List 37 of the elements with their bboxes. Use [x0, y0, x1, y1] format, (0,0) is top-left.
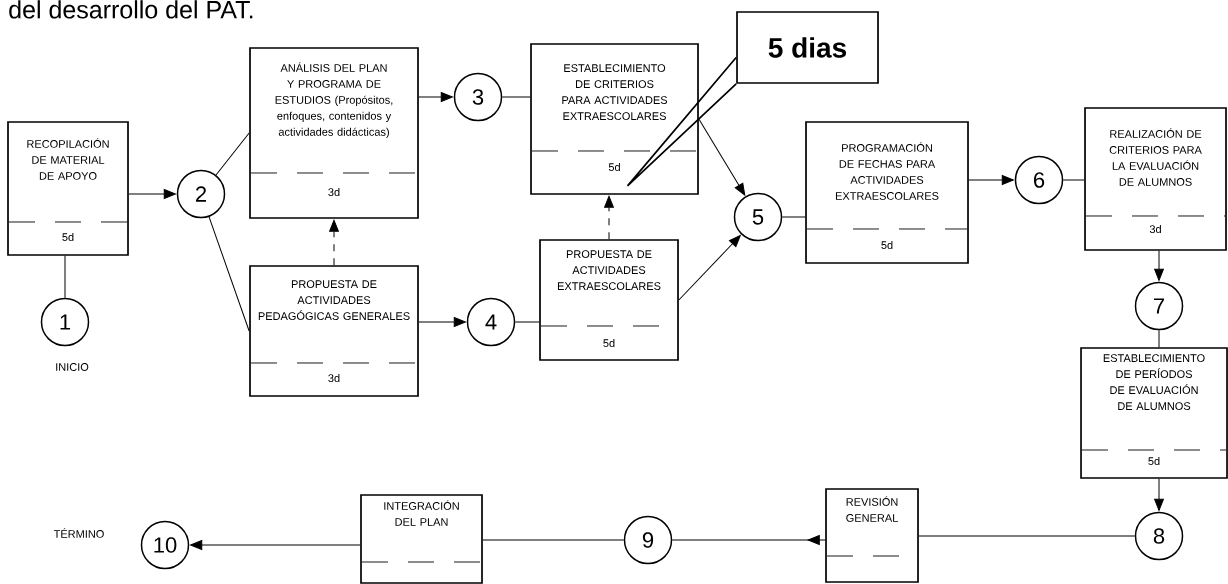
connector-line [482, 539, 625, 541]
arrow [190, 540, 361, 550]
activity-box: PROGRAMACIÓN DE FECHAS PARA ACTIVIDADES EXTRAESCOLARES 5d [805, 121, 969, 264]
activity-box: PROPUESTA DE ACTIVIDADES EXTRAESCOLARES 5d [539, 239, 679, 361]
arrow [418, 317, 466, 327]
leader-line [626, 56, 737, 187]
arrow [128, 189, 176, 199]
activity-box: ANÁLISIS DEL PLAN Y PROGRAMA DE ESTUDIOS (Propósitos, enfoques, contenidos y actividades didácticas) 3d [249, 47, 419, 219]
connector-line [501, 96, 531, 98]
arrow [604, 195, 614, 240]
arrow [678, 235, 741, 301]
connector-line [64, 255, 66, 299]
heading-text: del desarrollo del PAT. [9, 0, 253, 19]
activity-box: REALIZACIÓN DE CRITERIOS PARA LA EVALUACIÓN DE ALUMNOS 3d [1084, 107, 1227, 251]
arrow [1154, 250, 1164, 281]
arrow [698, 118, 746, 196]
event-label: INICIO [56, 363, 89, 371]
arrow [671, 535, 826, 545]
activity-box: REVISIÓN GENERAL [825, 488, 919, 583]
connector-line [208, 216, 250, 332]
connector-line [918, 535, 1136, 537]
activity-box: PROPUESTA DE ACTIVIDADES PEDAGÓGICAS GENERALES 3d [249, 265, 419, 397]
activity-box: RECOPILACIÓN DE MATERIAL DE APOYO 5d [7, 121, 129, 256]
callout-box: 5 dias [736, 11, 879, 84]
activity-box: ESTABLECIMIENTO DE CRITERIOS PARA ACTIVIDADES EXTRAESCOLARES 5d [530, 43, 699, 195]
arrow [329, 219, 339, 266]
arrow [1154, 478, 1164, 511]
arrow [968, 175, 1014, 185]
activity-box: INTEGRACIÓN DEL PLAN [360, 494, 483, 584]
connector-line [1062, 179, 1085, 181]
connector-line [1158, 329, 1160, 348]
activity-box: ESTABLECIMIENTO DE PERÍODOS DE EVALUACIÓN DE ALUMNOS 5d [1080, 347, 1228, 479]
arrow [418, 92, 453, 102]
connector-line [514, 321, 540, 323]
connector-line [781, 216, 806, 218]
connector-line [215, 132, 250, 176]
event-label: TÉRMINO [53, 528, 104, 538]
